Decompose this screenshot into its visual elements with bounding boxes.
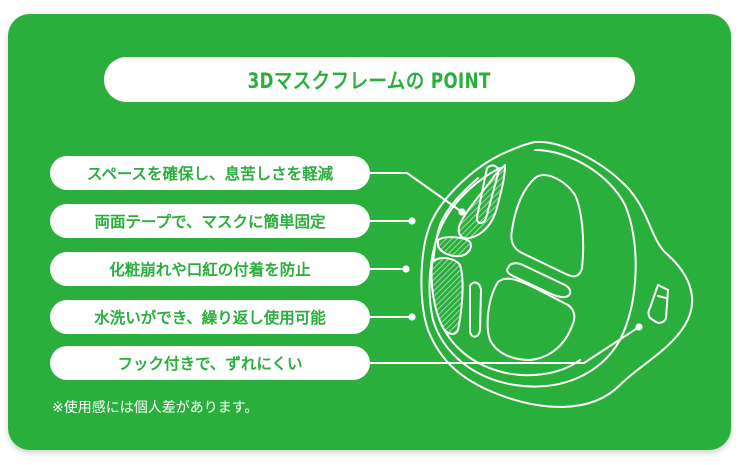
connector-line-1 [369, 172, 463, 213]
point-item-tape-fix: 両面テープで、マスクに簡単固定 [50, 204, 370, 238]
point-label: 化粧崩れや口紅の付着を防止 [109, 261, 311, 279]
connector-dot-5 [635, 323, 643, 331]
point-item-breathing-space: スペースを確保し、息苦しさを軽減 [50, 156, 370, 190]
point-label: 水洗いができ、繰り返し使用可能 [94, 309, 326, 327]
title-banner: 3Dマスクフレームの POINT [104, 57, 635, 102]
point-label: 両面テープで、マスクに簡単固定 [94, 213, 326, 231]
connector-dot-2 [408, 217, 416, 225]
connector-dot-3 [402, 265, 410, 273]
connector-dot-1 [458, 208, 466, 216]
point-item-makeup-protection: 化粧崩れや口紅の付着を防止 [50, 252, 370, 286]
disclaimer-note: ※使用感には個人差があります。 [52, 400, 259, 416]
point-item-washable: 水洗いができ、繰り返し使用可能 [50, 300, 370, 334]
point-item-hook: フック付きで、ずれにくい [50, 346, 370, 380]
page-title: 3Dマスクフレームの POINT [247, 68, 492, 93]
point-label: フック付きで、ずれにくい [117, 355, 303, 373]
point-label: スペースを確保し、息苦しさを軽減 [86, 165, 334, 183]
connector-line-5 [369, 326, 640, 364]
connector-dot-4 [408, 313, 416, 321]
